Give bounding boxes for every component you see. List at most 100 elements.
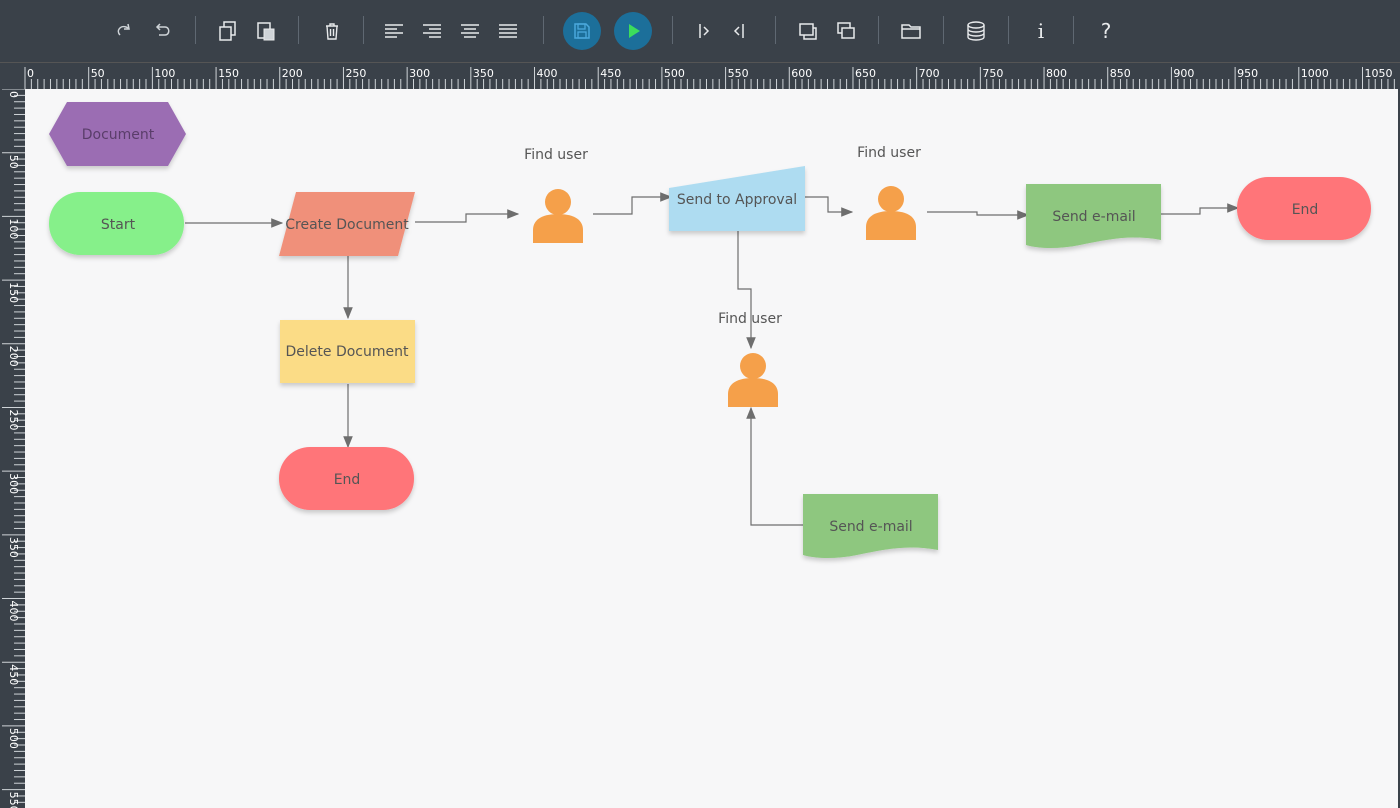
ruler-left-label: 100 <box>7 218 20 239</box>
ruler-top-label: 500 <box>664 67 685 80</box>
connector-create-finduser1 <box>415 209 520 223</box>
ruler-top-label: 700 <box>919 67 940 80</box>
ruler-top-label: 50 <box>91 67 105 80</box>
send-back-icon <box>837 22 855 39</box>
send-to-approval-label: Send to Approval <box>677 192 797 208</box>
redo-icon <box>117 23 130 36</box>
save-icon <box>574 23 590 39</box>
connector-email-finduser3 <box>746 406 803 526</box>
user-icon <box>866 186 916 240</box>
create-document-shape[interactable]: Create Document <box>279 192 415 256</box>
ruler-top-label: 200 <box>282 67 303 80</box>
ruler-top-label: 0 <box>27 67 34 80</box>
ruler-left-label: 250 <box>7 409 20 430</box>
delete-icon <box>326 23 338 40</box>
ruler-left-label: 350 <box>7 537 20 558</box>
paste-icon <box>257 22 275 41</box>
align-center-icon <box>461 24 479 38</box>
folder-button[interactable] <box>895 15 927 47</box>
ruler-top-label: 300 <box>409 67 430 80</box>
document-hexagon-shape[interactable]: Document <box>49 102 186 166</box>
align-justify-button[interactable] <box>492 15 524 47</box>
ruler-top-label: 400 <box>537 67 558 80</box>
align-left-icon <box>385 24 403 38</box>
align-center-button[interactable] <box>454 15 486 47</box>
find-user-3-label: Find user <box>718 311 782 327</box>
info-button[interactable]: i <box>1025 15 1057 47</box>
ruler-left-label: 500 <box>7 728 20 749</box>
user-icon <box>533 189 583 243</box>
diagram-canvas[interactable]: Document Start Create Document Delete Do… <box>25 89 1398 808</box>
save-button[interactable] <box>563 12 601 50</box>
connector-email-end <box>1160 203 1240 215</box>
folder-icon <box>901 24 921 39</box>
ruler-left-label: 400 <box>7 601 20 622</box>
delete-button[interactable] <box>316 15 348 47</box>
connector-approval-finduser2 <box>805 196 854 217</box>
create-document-label: Create Document <box>285 217 409 233</box>
info-icon: i <box>1037 19 1045 43</box>
document-hexagon-label: Document <box>82 127 155 143</box>
database-button[interactable] <box>960 15 992 47</box>
end-right-label: End <box>1292 202 1319 218</box>
indent-right-button[interactable] <box>689 15 721 47</box>
start-label: Start <box>101 217 136 233</box>
send-email-bottom-label: Send e-mail <box>829 519 912 535</box>
send-to-approval-shape[interactable]: Send to Approval <box>669 166 805 231</box>
ruler-top-label: 250 <box>345 67 366 80</box>
connector-finduser2-email <box>927 210 1030 220</box>
help-icon: ? <box>1100 19 1112 43</box>
toolbar: i ? <box>0 0 1400 62</box>
connector-approval-finduser3 <box>737 231 756 350</box>
ruler-top-label: 850 <box>1110 67 1131 80</box>
send-email-top-label: Send e-mail <box>1052 209 1135 225</box>
ruler-top-label: 1000 <box>1301 67 1329 80</box>
send-back-button[interactable] <box>830 15 862 47</box>
find-user-2[interactable]: Find user <box>857 145 921 240</box>
undo-button[interactable] <box>147 15 179 47</box>
send-email-bottom-shape[interactable]: Send e-mail <box>803 494 938 558</box>
start-terminal[interactable]: Start <box>49 192 184 255</box>
ruler-left-label: 300 <box>7 473 20 494</box>
align-left-button[interactable] <box>378 15 410 47</box>
end-right-terminal[interactable]: End <box>1237 177 1371 240</box>
ruler-left-label: 50 <box>7 155 20 169</box>
run-button[interactable] <box>614 12 652 50</box>
ruler-top-label: 650 <box>855 67 876 80</box>
ruler-top-label: 100 <box>154 67 175 80</box>
indent-left-button[interactable] <box>722 15 754 47</box>
help-button[interactable]: ? <box>1090 15 1122 47</box>
find-user-1[interactable]: Find user <box>524 147 588 243</box>
align-right-icon <box>423 24 441 38</box>
ruler-top-label: 1050 <box>1364 67 1392 80</box>
ruler-top-label: 750 <box>982 67 1003 80</box>
bring-front-button[interactable] <box>792 15 824 47</box>
end-left-terminal[interactable]: End <box>279 447 414 510</box>
ruler-top-label: 350 <box>473 67 494 80</box>
ruler-top-label: 950 <box>1237 67 1258 80</box>
ruler-top-label: 600 <box>791 67 812 80</box>
ruler-left-label: 0 <box>7 91 20 98</box>
find-user-1-label: Find user <box>524 147 588 163</box>
ruler-top-label: 150 <box>218 67 239 80</box>
connectors <box>185 192 1240 526</box>
user-icon <box>728 353 778 407</box>
paste-button[interactable] <box>250 15 282 47</box>
ruler-top-label: 900 <box>1173 67 1194 80</box>
ruler-left-label: 200 <box>7 346 20 367</box>
ruler-top-label: 800 <box>1046 67 1067 80</box>
bring-front-icon <box>799 23 817 40</box>
send-email-top-shape[interactable]: Send e-mail <box>1026 184 1161 248</box>
indent-right-icon <box>699 24 710 38</box>
ruler-left-label: 150 <box>7 282 20 303</box>
find-user-2-label: Find user <box>857 145 921 161</box>
delete-document-shape[interactable]: Delete Document <box>280 320 415 383</box>
redo-button[interactable] <box>108 15 140 47</box>
copy-button[interactable] <box>212 15 244 47</box>
align-justify-icon <box>499 24 517 38</box>
align-right-button[interactable] <box>416 15 448 47</box>
run-icon <box>629 24 640 38</box>
find-user-3[interactable]: Find user <box>718 311 782 407</box>
